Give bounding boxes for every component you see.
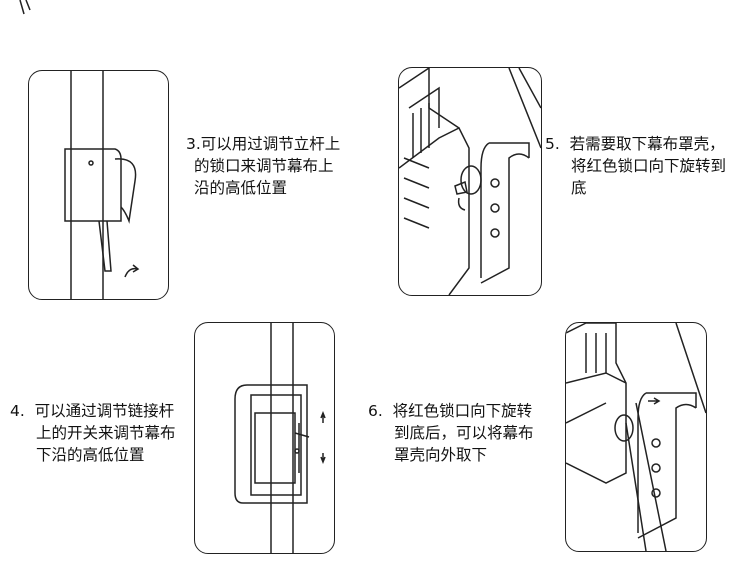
illustration-remove-cover: [565, 322, 707, 552]
illustration-red-lock-rotate: [398, 67, 542, 296]
illustration-pole-upper-lock: [28, 70, 169, 300]
step-line: 到底后，可以将幕布: [394, 424, 534, 442]
step-5-text: 5. 若需要取下幕布罩壳， 将红色锁口向下旋转到 底: [545, 133, 726, 199]
step-line: 可以用过调节立杆上: [200, 135, 341, 153]
step-line: 沿的高低位置: [194, 179, 288, 197]
step-6-text: 6. 将红色锁口向下旋转 到底后，可以将幕布 罩壳向外取下: [368, 400, 534, 466]
step-4-text: 4. 可以通过调节链接杆 上的开关来调节幕布 下沿的高低位置: [10, 400, 176, 466]
step-line: 上的开关来调节幕布: [36, 424, 176, 442]
step-line: 将红色锁口向下旋转到: [571, 157, 727, 175]
step-line: 可以通过调节链接杆: [34, 402, 175, 420]
step-line: 罩壳向外取下: [394, 446, 488, 464]
step-line: 的锁口来调节幕布上: [194, 157, 334, 175]
step-line: 下沿的高低位置: [36, 446, 145, 464]
step-number: 3.: [186, 135, 201, 153]
step-number: 5.: [545, 135, 560, 153]
illustration-link-rod-switch: [194, 322, 335, 554]
step-line: 若需要取下幕布罩壳，: [569, 135, 725, 153]
top-fragment-icon: [18, 0, 32, 16]
step-3-text: 3.可以用过调节立杆上 的锁口来调节幕布上 沿的高低位置: [186, 133, 340, 199]
step-number: 6.: [368, 402, 383, 420]
step-line: 将红色锁口向下旋转: [392, 402, 533, 420]
step-line: 底: [571, 179, 587, 197]
step-number: 4.: [10, 402, 25, 420]
